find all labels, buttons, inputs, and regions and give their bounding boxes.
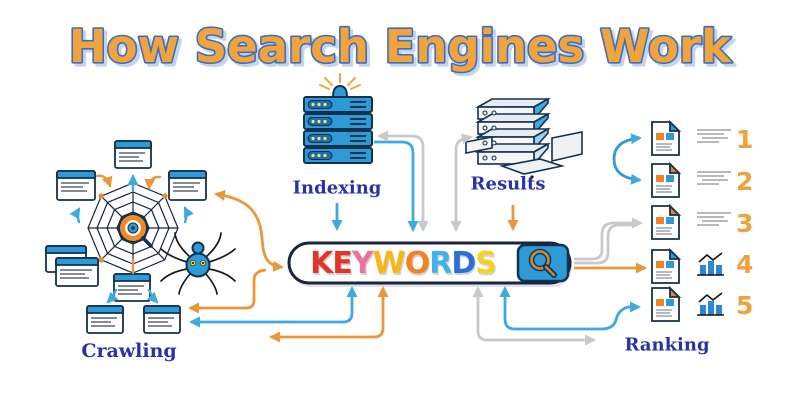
arrow-indexing-keywords-grey [377, 130, 429, 232]
keyword-letter: S [475, 246, 497, 281]
results-server-icon [465, 97, 583, 179]
rank-doc-icon [651, 247, 682, 284]
webpage-icon [56, 170, 96, 201]
arrow-keywords-crawling-blue [189, 286, 358, 328]
rank-number: 5 [736, 291, 754, 320]
keyword-letter: K [310, 246, 333, 281]
crawl-arrows [69, 174, 194, 304]
bar-chart-icon [697, 292, 724, 316]
keyword-letter: R [429, 246, 452, 281]
crawling-label: Crawling [81, 340, 177, 362]
arrow-rank1-rank2-swap [612, 133, 642, 185]
rank-doc-icon [651, 203, 682, 240]
webpage-icon [168, 170, 207, 201]
title-shadow: How Search Engines Work [72, 23, 735, 76]
indexing-server-icon [303, 73, 373, 164]
keywords-text[interactable]: K E Y W O R D S [291, 248, 515, 280]
search-bar[interactable] [287, 241, 572, 287]
rank-number: 4 [736, 250, 754, 279]
beacon-icon [319, 73, 361, 98]
rank-doc-icon [651, 161, 682, 198]
arrow-search-to-rank3-strand [574, 223, 634, 265]
rank-doc-icon [651, 119, 682, 156]
web-node-dots [98, 193, 168, 263]
spider-web-icon [87, 182, 179, 274]
webpage-icon [143, 305, 181, 334]
arrow-search-to-rank3 [574, 217, 643, 261]
rank-chart-icons [697, 252, 724, 316]
keyword-letter: W [372, 246, 406, 281]
magnifier-icon [528, 248, 557, 278]
flow-arrows [188, 130, 647, 346]
keyword-letter: D [451, 246, 476, 281]
webpage-icon [113, 273, 151, 302]
page-title: How Search Engines Work [69, 20, 732, 73]
server-led-panels [307, 100, 333, 160]
search-button[interactable] [516, 243, 570, 283]
keyword-letter: E [332, 246, 352, 281]
bar-chart-icon [697, 252, 724, 276]
arrow-results-keywords-grey [450, 133, 473, 232]
arrow-keywords-ranking-grey [472, 286, 596, 346]
rank-result-type-icons [697, 129, 731, 226]
rank-number: 1 [736, 125, 754, 154]
keyword-letter: O [404, 246, 430, 281]
ranking-docs [651, 119, 682, 322]
indexing-label: Indexing [292, 177, 382, 199]
arrow-keywords-to-rank5 [499, 286, 641, 331]
web-target-icon [118, 213, 153, 248]
webpage-stack-icon [45, 245, 99, 287]
ranking-label: Ranking [624, 334, 710, 356]
arrow-crawling-keywords-upper [214, 189, 284, 272]
rank-number: 3 [736, 209, 754, 238]
text-lines-icon [697, 171, 731, 185]
text-lines-icon [697, 212, 731, 226]
webpage-icon [86, 305, 124, 334]
rank-number: 2 [736, 167, 754, 196]
webpage-icon [114, 140, 152, 169]
text-lines-icon [697, 129, 731, 143]
crawled-webpage-icons [45, 140, 207, 334]
arrow-keywords-crawling-orange [269, 286, 389, 343]
keyword-letter: Y [351, 246, 374, 281]
results-label: Results [470, 173, 546, 195]
rank-doc-icon [651, 285, 682, 322]
